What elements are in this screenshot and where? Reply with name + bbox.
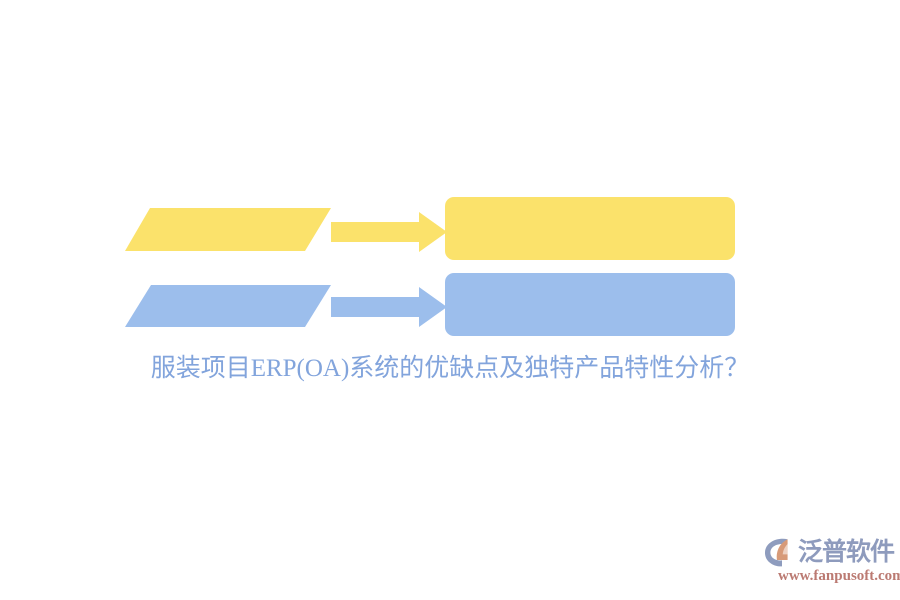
parallelogram-shape-row1[interactable] <box>125 208 331 251</box>
logo-row: 泛普软件 <box>762 536 895 568</box>
rounded-rectangle-row1[interactable] <box>445 197 735 260</box>
rounded-rectangle-row2[interactable] <box>445 273 735 336</box>
arrow-right-row2[interactable] <box>331 287 447 327</box>
parallelogram-shape-row2[interactable] <box>125 285 331 327</box>
brand-url: www.fanpusoft.com <box>778 568 900 584</box>
arrow-right-row1[interactable] <box>331 212 447 252</box>
flow-row-1 <box>125 197 735 260</box>
caption-text: 服装项目ERP(OA)系统的优缺点及独特产品特性分析？ <box>150 355 750 382</box>
brand-name: 泛普软件 <box>798 537 895 566</box>
fanpu-logo-icon <box>764 538 788 567</box>
brand-watermark: 泛普软件 www.fanpusoft.com <box>762 536 900 594</box>
flow-row-2 <box>125 273 735 336</box>
